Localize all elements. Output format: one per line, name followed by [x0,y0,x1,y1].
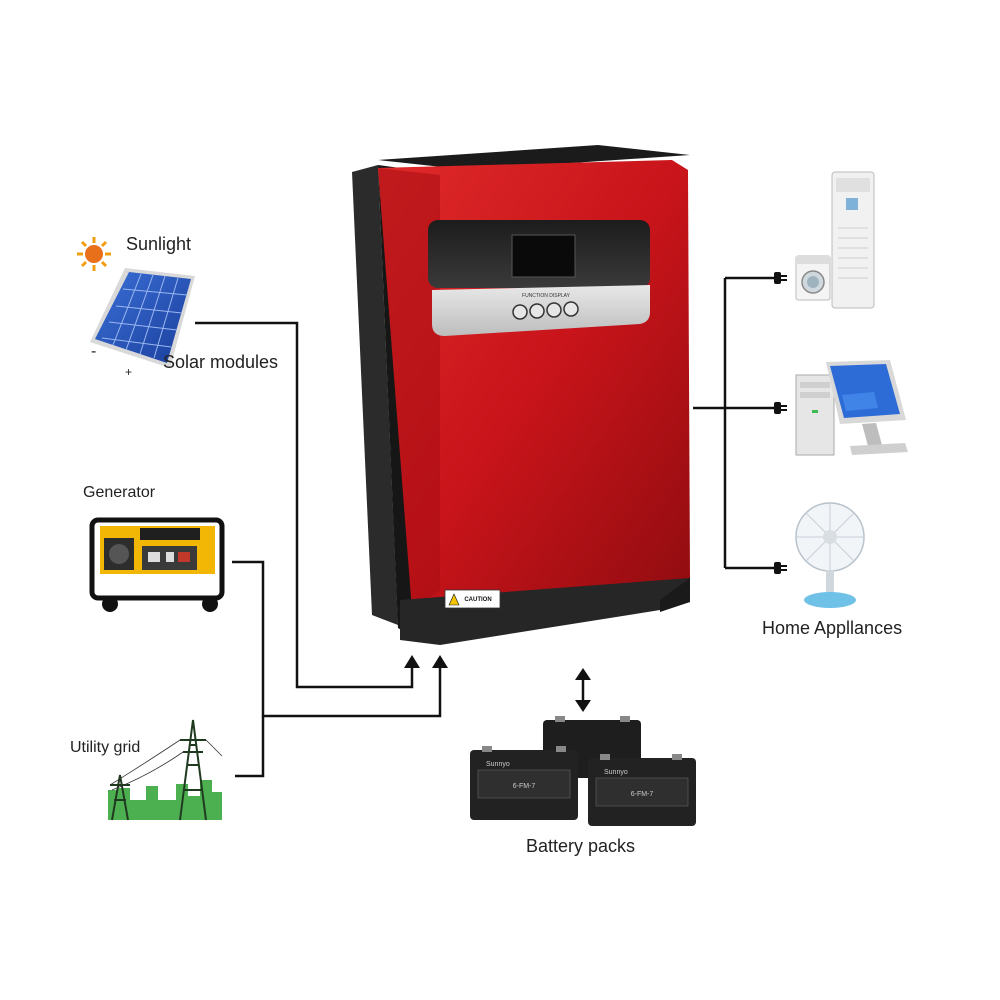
lcd-screen [511,234,576,278]
air-conditioner-icon [831,171,875,309]
solar-minus-sign: - [91,343,96,360]
grid-line [235,716,265,778]
generator-icon [89,517,225,612]
arrow-generator-input [432,655,448,668]
utility-grid-label: Utility grid [70,739,141,756]
utility-grid-icon [108,719,223,821]
solar-line [195,321,414,689]
fan-icon [795,502,865,608]
home-appliances-label: Home Appllances [762,618,903,638]
solar-modules-label: Solar modules [163,352,279,372]
solar-plus-sign: + [125,365,132,379]
battery-right-model: 6-FM-7 [631,791,654,798]
output-line [693,276,777,570]
generator-label: Generator [83,484,156,501]
computer-icon [795,360,908,456]
battery-packs-label: Battery packs [526,836,636,856]
panel-text: FUNCTION DISPLAY [522,293,571,299]
battery-left-model: 6-FM-7 [513,783,536,790]
solar-panel-icon [90,268,195,368]
battery-packs-icon: Sunnyo 6-FM-7 Sunnyo 6-FM-7 [470,716,696,826]
arrow-solar-input [404,655,420,668]
inverter-unit: FUNCTION DISPLAY CAUTION [352,145,690,645]
battery-right-brand: Sunnyo [604,769,628,776]
washing-machine-icon [795,255,831,301]
caution-text: CAUTION [464,597,491,603]
sun-icon [77,237,111,271]
double-arrow-icon [575,668,591,712]
caution-sticker [444,589,501,609]
sunlight-label: Sunlight [126,234,192,254]
battery-left-brand: Sunnyo [486,761,510,768]
plug-icons [774,272,787,574]
control-buttons [512,301,579,320]
connection-lines [195,276,777,778]
